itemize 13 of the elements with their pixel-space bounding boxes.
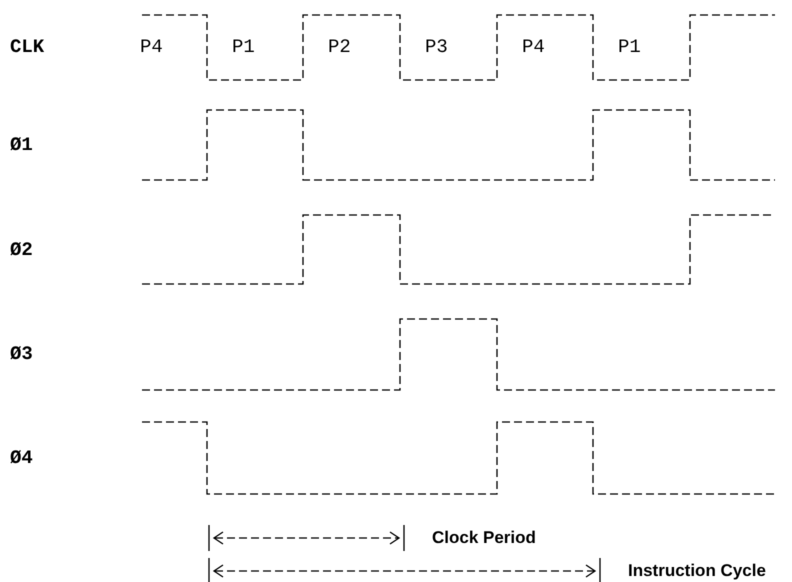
phase-label: P1 [232, 36, 255, 58]
phase-label: P4 [140, 36, 163, 58]
phase-label: P2 [328, 36, 351, 58]
signal-name: Ø3 [10, 343, 33, 365]
dimension-label: Instruction Cycle [628, 560, 766, 582]
phase-label: P3 [425, 36, 448, 58]
signal-name: Ø1 [10, 134, 33, 156]
phase-label: P4 [522, 36, 545, 58]
signal-name: Ø2 [10, 239, 33, 261]
signal-name: CLK [10, 36, 44, 58]
phase-label: P1 [618, 36, 641, 58]
signal-name: Ø4 [10, 447, 33, 469]
dimension-label: Clock Period [432, 527, 536, 549]
